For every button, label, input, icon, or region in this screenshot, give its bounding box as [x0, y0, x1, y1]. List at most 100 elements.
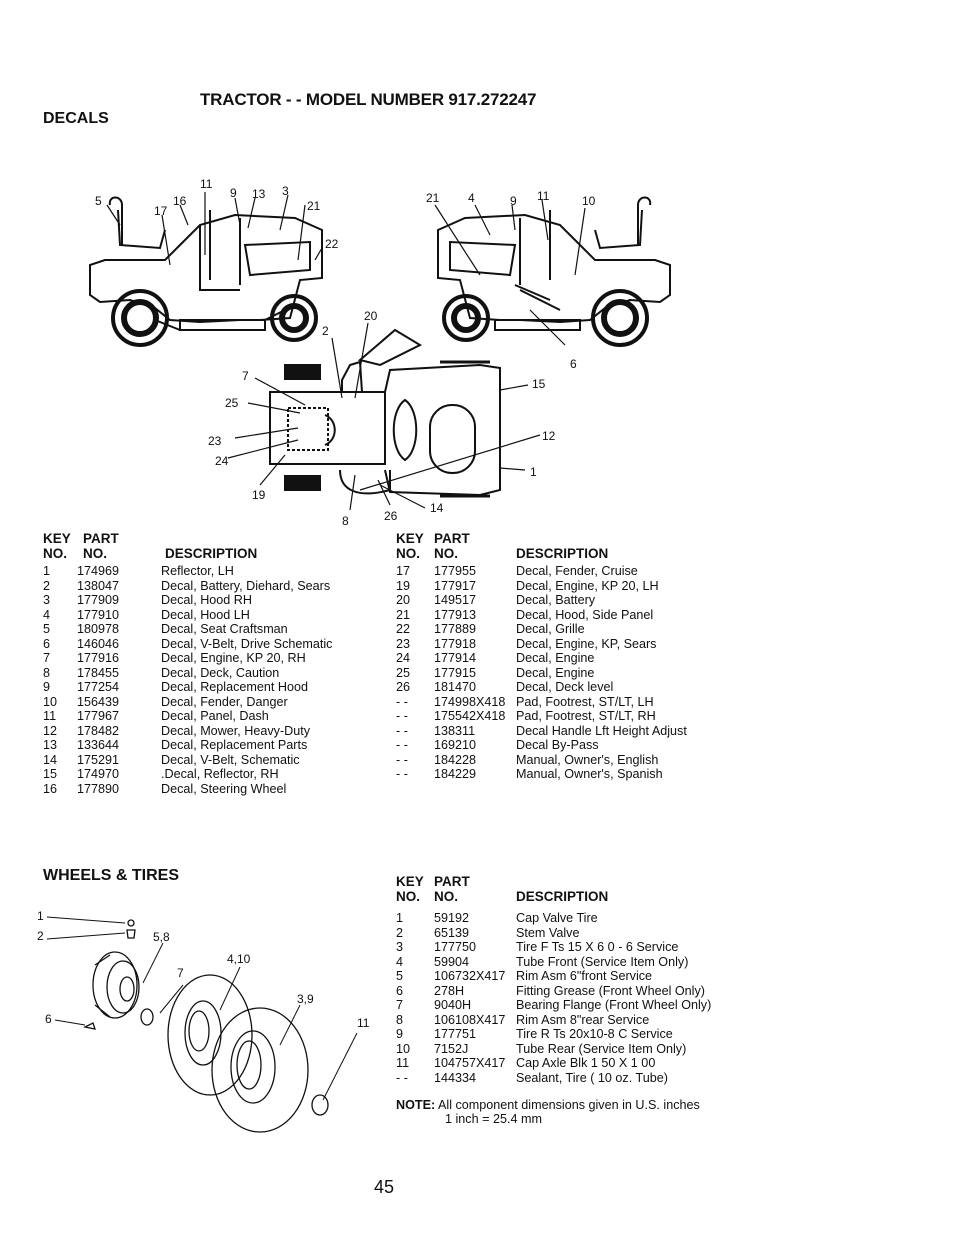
table-row: 1 174969 Reflector, LH: [43, 564, 332, 579]
part-no-cell: 156439: [77, 694, 120, 709]
part-no-cell: 278H: [434, 983, 465, 998]
part-no-cell: 177913: [434, 607, 477, 622]
description-cell: Reflector, LH: [161, 564, 234, 578]
key-no-cell: 17: [396, 564, 411, 578]
conversion-note: 1 inch = 25.4 mm: [445, 1112, 542, 1126]
key-no-cell: - -: [396, 1070, 408, 1085]
description-cell: Decal, Engine, KP 20, RH: [161, 651, 306, 665]
svg-text:11: 11: [200, 177, 213, 191]
svg-text:16: 16: [173, 194, 187, 208]
key-header: KEY: [396, 531, 424, 546]
description-cell: Decal, V-Belt, Drive Schematic: [161, 636, 333, 651]
key-no-cell: 14: [43, 752, 58, 767]
key-no-cell: 4: [43, 607, 51, 622]
svg-text:17: 17: [154, 204, 168, 218]
svg-text:3: 3: [282, 184, 289, 198]
part-no-cell: 184228: [434, 752, 477, 767]
description-cell: Fitting Grease (Front Wheel Only): [516, 983, 705, 998]
part-no-cell: 138311: [434, 723, 476, 738]
svg-text:2: 2: [37, 929, 44, 943]
table-row: 6 146046 Decal, V-Belt, Drive Schematic: [43, 637, 332, 652]
svg-text:8: 8: [342, 514, 349, 528]
description-cell: Decal Handle Lft Height Adjust: [516, 723, 687, 738]
note-label: NOTE:: [396, 1098, 436, 1112]
key-no-cell: 1: [43, 564, 51, 578]
key-no-cell: 11: [43, 709, 57, 723]
part-no-cell: 9040H: [434, 998, 472, 1012]
part-no-cell: 177751: [434, 1027, 477, 1041]
part-no-cell: 177915: [434, 665, 477, 680]
part-no-cell: 177918: [434, 636, 477, 651]
svg-text:25: 25: [225, 396, 239, 410]
svg-text:1: 1: [530, 465, 537, 479]
description-cell: Decal, Replacement Hood: [161, 680, 309, 694]
key-no-cell: 15: [43, 767, 58, 781]
svg-text:23: 23: [208, 434, 222, 448]
key-no-cell: - -: [396, 723, 408, 738]
part-no-cell: 59904: [434, 954, 470, 969]
key-no-cell: 9: [43, 680, 51, 694]
description-cell: Decal, Grille: [516, 622, 585, 636]
key-no-cell: 24: [396, 651, 411, 665]
decals-heading: DECALS: [43, 110, 109, 127]
key-no-cell: 8: [396, 1012, 404, 1027]
part-no-cell: 104757X417: [434, 1056, 506, 1070]
key-no-cell: 10: [396, 1041, 411, 1056]
key-no-cell: 5: [396, 969, 404, 983]
key-no-cell: 4: [396, 954, 404, 969]
svg-text:9: 9: [510, 194, 517, 208]
svg-text:5: 5: [95, 194, 102, 208]
part-no-cell: 146046: [77, 636, 120, 651]
key-no-cell: - -: [396, 738, 408, 752]
key-no-cell: 23: [396, 636, 411, 651]
page-title: TRACTOR - - MODEL NUMBER 917.272247: [200, 90, 537, 109]
key-no-cell: - -: [396, 752, 408, 767]
key-no-cell: - -: [396, 709, 408, 723]
part-no-cell: 174969: [77, 564, 120, 578]
description-cell: Decal, Replacement Parts: [161, 738, 308, 752]
part-no-header: NO.: [434, 546, 459, 561]
description-cell: Tire F Ts 15 X 6 0 - 6 Service: [516, 940, 679, 954]
description-cell: Tire R Ts 20x10-8 C Service: [516, 1027, 673, 1041]
part-no-cell: 138047: [77, 578, 120, 593]
key-no-cell: 6: [43, 636, 51, 651]
description-cell: Manual, Owner's, Spanish: [516, 767, 663, 781]
svg-text:5,8: 5,8: [153, 930, 170, 944]
part-no-cell: 177254: [77, 680, 120, 694]
part-no-cell: 177916: [77, 651, 120, 665]
svg-text:4: 4: [468, 191, 475, 205]
description-cell: Decal, Deck level: [516, 680, 614, 694]
description-cell: Pad, Footrest, ST/LT, LH: [516, 694, 654, 709]
description-cell: Decal, Battery, Diehard, Sears: [161, 578, 331, 593]
table-row: 9 177254 Decal, Replacement Hood: [43, 680, 332, 695]
svg-text:26: 26: [384, 509, 398, 523]
part-no-cell: 177967: [77, 709, 120, 723]
key-no-cell: 2: [396, 925, 404, 940]
key-no-cell: 5: [43, 622, 51, 636]
description-cell: Bearing Flange (Front Wheel Only): [516, 998, 712, 1012]
svg-text:24: 24: [215, 454, 229, 468]
description-cell: Decal, Battery: [516, 593, 596, 607]
part-no-header: NO.: [434, 889, 459, 904]
left-tractor-drawing: [89, 196, 323, 347]
part-header: PART: [434, 874, 470, 889]
